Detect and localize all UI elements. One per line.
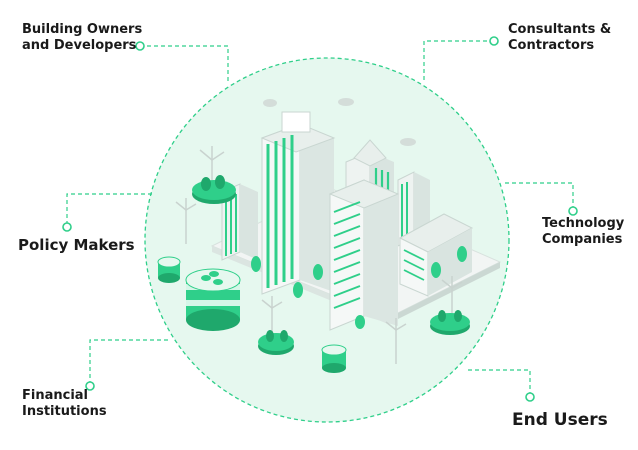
- wind-turbine-icon: [385, 318, 407, 364]
- small-cylinder: [321, 344, 347, 373]
- dot-technology: [568, 206, 578, 216]
- tree-icon: [313, 264, 323, 280]
- tower-rooftop: [281, 111, 311, 133]
- dot-building-owners: [135, 41, 145, 51]
- label-technology: Technology Companies: [542, 216, 625, 247]
- label-financial: Financial Institutions: [22, 388, 107, 419]
- building-stripes: [401, 182, 408, 240]
- tree-icon: [251, 256, 261, 272]
- dot-financial: [85, 381, 95, 391]
- building-low: [428, 228, 472, 296]
- tree-icon: [293, 282, 303, 298]
- dot-policy-makers: [62, 222, 72, 232]
- trees: [251, 246, 467, 329]
- building-roof: [328, 179, 400, 209]
- building-spire: [353, 139, 387, 167]
- tower-stripes: [266, 135, 294, 288]
- label-consultants: Consultants & Contractors: [508, 22, 612, 53]
- connector-technology: [505, 182, 574, 210]
- cloud-icon: [263, 99, 277, 107]
- cloud-icon: [338, 98, 354, 106]
- small-cylinder: [157, 256, 181, 283]
- building: [240, 184, 258, 260]
- label-building-owners: Building Owners and Developers: [22, 22, 143, 53]
- connector-end-users: [468, 369, 531, 396]
- wind-turbine-icon: [175, 198, 197, 244]
- city-platform-edge: [388, 262, 500, 324]
- connectors: [66, 40, 574, 396]
- building-stripes: [225, 194, 237, 256]
- connector-consultants: [423, 40, 494, 80]
- pedestal-platform: [185, 268, 241, 331]
- dot-consultants: [489, 36, 499, 46]
- tree-island: [192, 175, 236, 204]
- tree-icon: [457, 246, 467, 262]
- wind-turbine-icon: [199, 146, 225, 196]
- label-policy-makers: Policy Makers: [18, 236, 135, 254]
- connector-policy-makers: [66, 193, 153, 225]
- cloud-icon: [400, 138, 416, 146]
- building-front-tower: [364, 180, 398, 326]
- label-end-users: End Users: [512, 410, 608, 430]
- building-floors: [333, 201, 361, 309]
- clouds: [263, 98, 416, 146]
- connector-dots: [62, 36, 578, 402]
- city-illustration: [157, 111, 502, 373]
- connector-building-owners: [140, 45, 229, 82]
- tree-icon: [355, 315, 365, 329]
- building-floors: [403, 249, 425, 281]
- dot-end-users: [525, 392, 535, 402]
- connector-financial: [89, 339, 170, 385]
- tree-icon: [431, 262, 441, 278]
- tree-island: [430, 310, 470, 335]
- tree-island: [258, 330, 294, 355]
- building-main-tower: [300, 124, 334, 292]
